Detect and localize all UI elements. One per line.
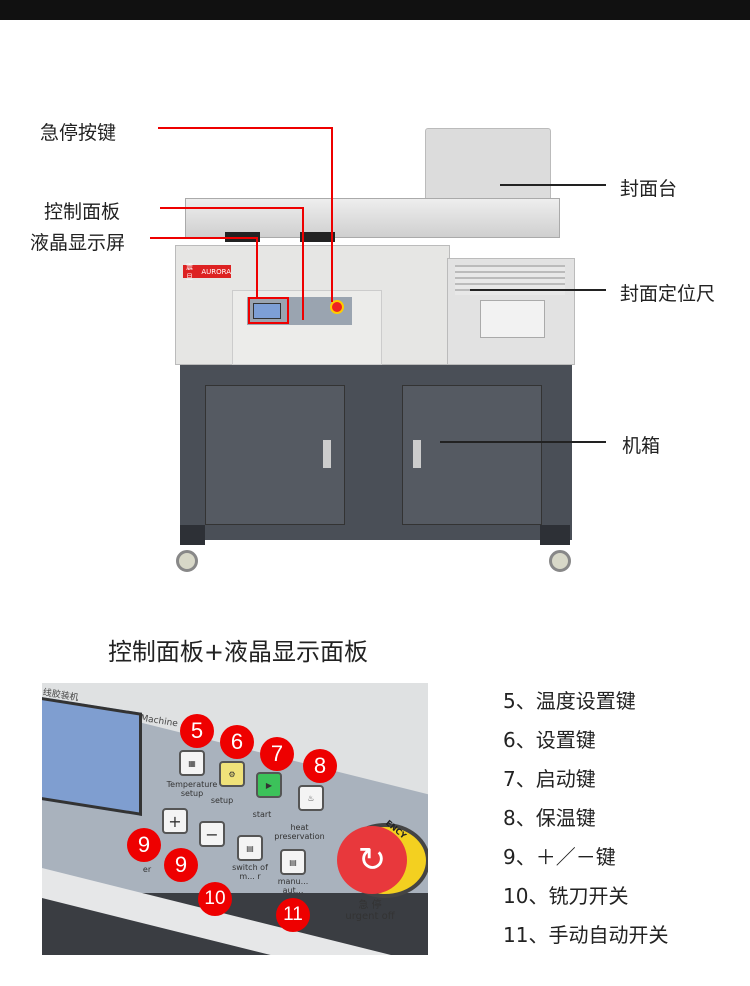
- manual-auto-switch-button[interactable]: ▤: [280, 849, 306, 875]
- caption-manual-auto: manu... aut...: [277, 877, 309, 895]
- milling-cutter-switch-button[interactable]: ▤: [237, 835, 263, 861]
- badge-5: 5: [180, 714, 214, 748]
- tray-clamp-right: [300, 232, 335, 242]
- callout-line: [256, 237, 258, 299]
- badge-6: 6: [220, 725, 254, 759]
- caption-plus: er: [142, 865, 152, 874]
- callout-line: [331, 127, 333, 302]
- brand-logo: 震旦 AURORA: [183, 263, 231, 281]
- brand-en: AURORA: [201, 267, 231, 276]
- top-banner-strip: [0, 0, 750, 20]
- callout-line: [440, 441, 606, 443]
- legend-item-7: 7、启动键: [503, 767, 596, 791]
- callout-line: [150, 237, 258, 239]
- badge-9b: 9: [164, 848, 198, 882]
- callout-line: [302, 207, 304, 320]
- legend-item-9: 9、＋／－键: [503, 845, 616, 869]
- brand-cn: 震旦: [186, 262, 193, 281]
- legend-item-5: 5、温度设置键: [503, 689, 636, 713]
- legend-item-11: 11、手动自动开关: [503, 923, 669, 947]
- badge-10: 10: [198, 882, 232, 916]
- badge-8: 8: [303, 749, 337, 783]
- callout-emergency-stop: 急停按键: [40, 122, 117, 144]
- door-handle-left: [323, 440, 331, 468]
- legend-item-6: 6、设置键: [503, 728, 596, 752]
- legend-item-8: 8、保温键: [503, 806, 596, 830]
- estop-en: urgent off: [345, 911, 395, 922]
- lcd-mini: [253, 303, 281, 319]
- estop-cn: 急 停: [358, 900, 382, 911]
- ruler-plate: [480, 300, 545, 338]
- lcd-highlight-box: [248, 297, 289, 324]
- wheel-right: [549, 550, 571, 572]
- callout-line: [500, 184, 606, 186]
- setup-button[interactable]: ⚙: [219, 761, 245, 787]
- heat-preservation-button[interactable]: ♨: [298, 785, 324, 811]
- cabinet-foot-left: [180, 525, 205, 545]
- temperature-setup-button[interactable]: ▦: [179, 750, 205, 776]
- plus-button[interactable]: +: [162, 808, 188, 834]
- callout-lcd-screen: 液晶显示屏: [30, 232, 126, 254]
- caption-setup: setup: [210, 796, 234, 805]
- caption-temperature-setup: Temperature setup: [166, 780, 218, 798]
- start-button[interactable]: ▶: [256, 772, 282, 798]
- badge-9a: 9: [127, 828, 161, 862]
- top-tray: [185, 198, 560, 238]
- estop-cap[interactable]: ↻: [337, 826, 407, 894]
- lcd-display: [42, 697, 142, 816]
- callout-line: [470, 289, 606, 291]
- callout-control-panel: 控制面板: [44, 201, 121, 223]
- cabinet-foot-right: [540, 525, 570, 545]
- callout-cover-ruler: 封面定位尺: [620, 283, 716, 305]
- cabinet-door-left: [205, 385, 345, 525]
- legend-item-10: 10、铣刀开关: [503, 884, 629, 908]
- callout-line: [158, 127, 333, 129]
- caption-milling-switch: switch of m... r: [232, 863, 268, 881]
- callout-cabinet: 机箱: [622, 435, 661, 457]
- caption-start: start: [252, 810, 272, 819]
- callout-line: [160, 207, 304, 209]
- door-handle-right: [413, 440, 421, 468]
- estop-mini: [330, 300, 344, 314]
- badge-11: 11: [276, 898, 310, 932]
- caption-heat-preservation: heat preservation: [274, 823, 325, 841]
- callout-cover-table: 封面台: [620, 178, 678, 200]
- minus-button[interactable]: −: [199, 821, 225, 847]
- section-title: 控制面板+液晶显示面板: [107, 638, 369, 666]
- badge-7: 7: [260, 737, 294, 771]
- control-panel-photo: 线胶装机Wireless Glue binding Machine ▦ ⚙ ▶ …: [42, 683, 428, 955]
- cabinet-door-right: [402, 385, 542, 525]
- wheel-left: [176, 550, 198, 572]
- rotate-arrows-icon: ↻: [357, 840, 387, 880]
